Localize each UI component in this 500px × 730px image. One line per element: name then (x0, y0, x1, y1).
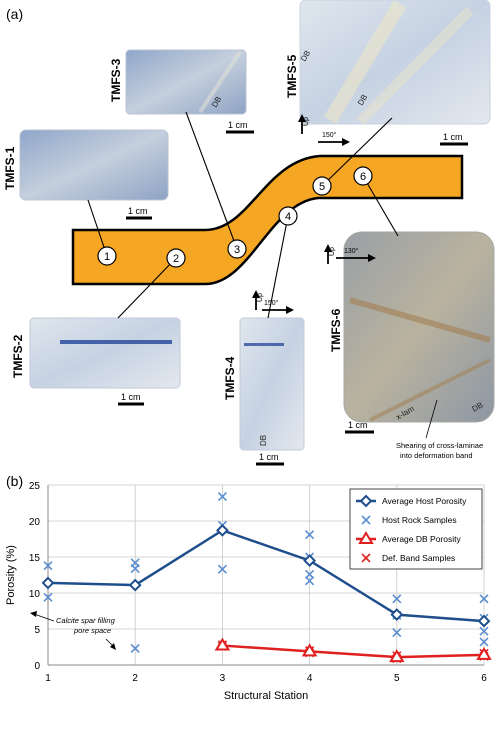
shear-note-line1: Shearing of cross-laminae (396, 441, 483, 450)
station-2-label: 2 (173, 253, 179, 265)
host-average-point (390, 608, 404, 622)
db-average-point (476, 646, 492, 660)
y-tick-label: 25 (29, 481, 41, 492)
y-tick-label: 0 (34, 661, 40, 672)
station-numbers: 1 2 3 4 5 6 (104, 171, 366, 265)
chart-ticks: 0 5 10 15 20 25 1 2 3 4 5 6 (29, 481, 487, 684)
angle-tmfs5: 150° (322, 131, 337, 139)
panel-a-label: (a) (6, 6, 24, 22)
annotation-line1: Calcite spar filling (56, 616, 116, 625)
legend-box (349, 488, 483, 570)
scale-tmfs6: 1 cm (348, 420, 368, 430)
host-average-line (47, 528, 485, 623)
station-markers (97, 166, 373, 268)
x-tick-label: 4 (307, 673, 313, 684)
host-sample-point (305, 569, 315, 579)
host-sample-point (43, 561, 53, 571)
x-tick-label: 6 (481, 673, 487, 684)
host-sample-point (479, 637, 489, 647)
host-sample-point (305, 576, 315, 586)
station-4-label: 4 (285, 211, 291, 223)
host-sample-point (392, 628, 402, 638)
scale-bar-labels: 1 cm 1 cm 1 cm 1 cm 1 cm 1 cm (121, 120, 463, 462)
orientation-arrows (255, 120, 370, 311)
sample-photo-tmfs1 (19, 129, 169, 201)
station-1-label: 1 (104, 251, 110, 263)
legend-label: Average DB Porosity (382, 534, 461, 544)
db-average-line (222, 644, 485, 659)
up-label-tmfs4: Up (257, 293, 264, 302)
host-average-point (41, 576, 55, 590)
sample-name-tmfs5: TMFS-5 (285, 54, 299, 98)
legend-entry: Average Host Porosity (356, 494, 467, 508)
panel-b-label: (b) (6, 473, 24, 489)
porosity-chart: 0 5 10 15 20 25 1 2 3 4 5 6 Structural Station Poro… (5, 481, 492, 702)
host-sample-point (305, 530, 315, 540)
sample-name-tmfs4: TMFS-4 (223, 356, 237, 400)
db-average-point (301, 643, 318, 657)
legend-entry: Average DB Porosity (356, 531, 461, 544)
shear-note-line2: into deformation band (400, 451, 473, 460)
host-average-point (303, 554, 317, 568)
host-sample-point (217, 491, 227, 502)
angle-tmfs6: 130° (344, 247, 359, 255)
legend-label: Host Rock Samples (382, 515, 457, 525)
sample-name-tmfs6: TMFS-6 (329, 308, 343, 352)
legend-entry: Host Rock Samples (361, 515, 457, 525)
y-tick-label: 15 (29, 553, 41, 564)
connector-lines (87, 111, 399, 319)
y-tick-label: 10 (29, 589, 41, 600)
x-axis-label: Structural Station (224, 690, 308, 702)
sample-photo-tmfs4 (239, 317, 305, 451)
y-tick-label: 5 (34, 625, 40, 636)
x-tick-label: 2 (132, 673, 138, 684)
host-average-point (128, 578, 142, 592)
y-tick-label: 20 (29, 517, 41, 528)
sample-name-tmfs3: TMFS-3 (109, 58, 123, 102)
scale-tmfs3: 1 cm (228, 120, 248, 130)
host-sample-point (479, 626, 489, 636)
legend-entry: Def. Band Samples (361, 553, 455, 563)
host-sample-point (130, 563, 140, 574)
station-6-label: 6 (360, 171, 366, 183)
host-sample-point (392, 594, 402, 604)
sample-name-tmfs2: TMFS-2 (11, 334, 25, 378)
structural-schematic: 1 2 3 4 5 6 1 cm 1 cm 1 cm 1 cm 1 cm 1 c… (3, 0, 495, 466)
up-label-tmfs5: Up (303, 117, 310, 126)
legend-label: Average Host Porosity (382, 496, 467, 506)
station-5-label: 5 (319, 181, 325, 193)
sample-photo-tmfs3 (125, 49, 247, 115)
angle-tmfs4: 150° (264, 299, 279, 307)
sample-photo-tmfs2 (29, 317, 181, 389)
db-label-tmfs4: DB (259, 435, 268, 446)
scale-bars (118, 130, 468, 466)
host-sample-point (479, 594, 489, 604)
scale-tmfs1: 1 cm (128, 206, 148, 216)
host-average-point (215, 523, 229, 537)
calcite-annotation: Calcite spar filling pore space (30, 611, 116, 650)
x-tick-label: 3 (220, 673, 226, 684)
scale-tmfs4: 1 cm (259, 452, 279, 462)
y-axis-label: Porosity (%) (5, 545, 17, 605)
sample-name-tmfs1: TMFS-1 (3, 146, 17, 190)
db-average-point (389, 649, 405, 663)
chart-series (41, 491, 492, 664)
host-sample-point (130, 643, 140, 654)
station-3-label: 3 (234, 244, 240, 256)
legend-label: Def. Band Samples (382, 553, 455, 563)
x-tick-label: 5 (394, 673, 400, 684)
scale-tmfs2: 1 cm (121, 392, 141, 402)
chart-axes (47, 485, 484, 666)
host-average-point (477, 614, 491, 628)
annotation-line2: pore space (73, 626, 111, 635)
host-sample-point (217, 564, 227, 574)
x-tick-label: 1 (45, 673, 51, 684)
up-label-tmfs6: Up (329, 247, 336, 256)
db-average-point (214, 637, 231, 651)
sample-photo-tmfs6 (343, 231, 495, 423)
scale-tmfs5: 1 cm (443, 132, 463, 142)
host-sample-point (43, 592, 53, 602)
